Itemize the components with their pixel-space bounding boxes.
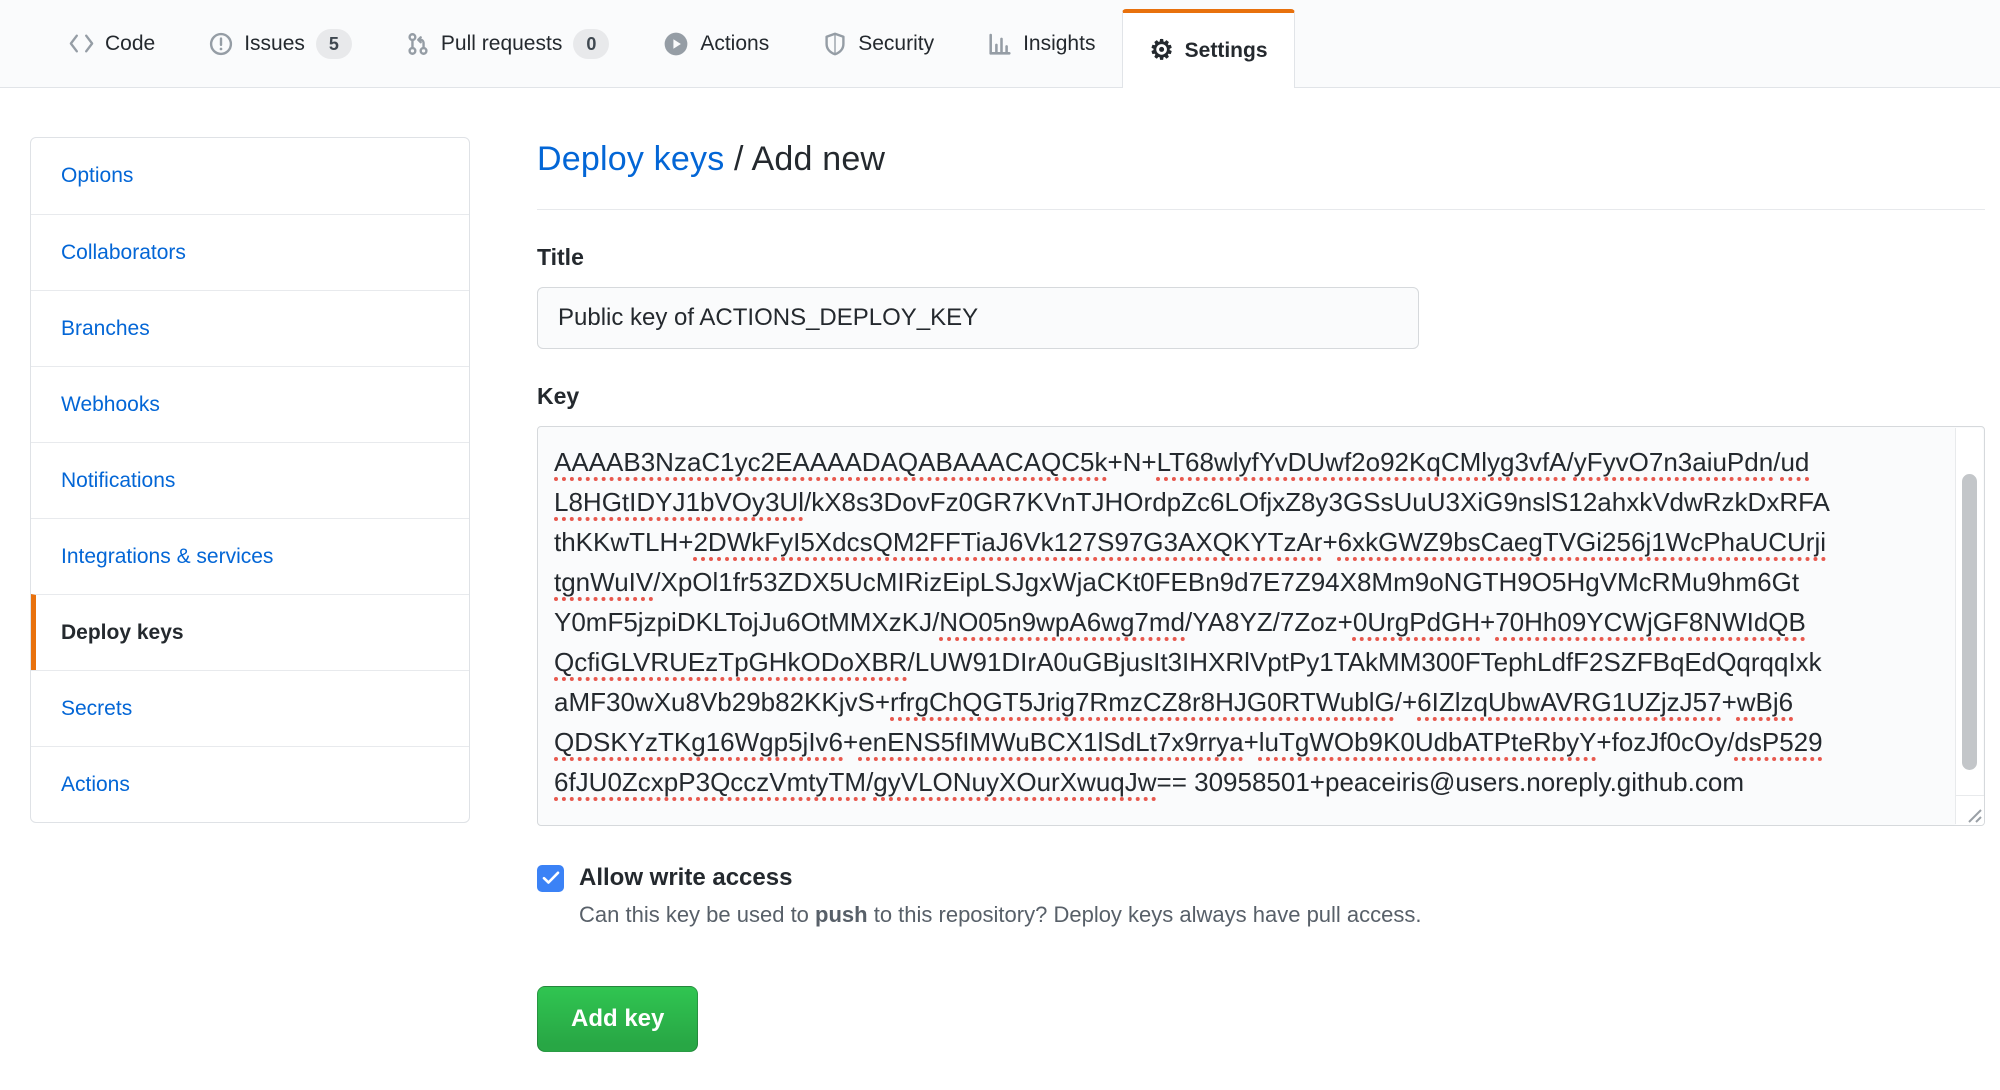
key-textarea-content: AAAAB3NzaC1yc2EAAAADAQABAAACAQC5k+N+LT68…	[554, 447, 1830, 797]
note-push: push	[815, 902, 868, 927]
shield-icon	[823, 31, 847, 57]
git-pull-request-icon	[406, 32, 430, 56]
settings-page: Options Collaborators Branches Webhooks …	[0, 88, 2000, 1052]
note-text: to this repository? Deploy keys always h…	[867, 902, 1422, 927]
allow-write-access-label[interactable]: Allow write access	[579, 864, 793, 891]
play-icon	[663, 31, 689, 57]
pull-requests-count-badge: 0	[573, 28, 610, 59]
allow-write-access-row: Allow write access	[537, 864, 1985, 892]
issues-count-badge: 5	[315, 28, 352, 59]
breadcrumb-separator: /	[724, 140, 752, 178]
tab-label: Security	[858, 31, 935, 55]
sidebar-item-actions[interactable]: Actions	[31, 746, 469, 822]
settings-sidebar: Options Collaborators Branches Webhooks …	[30, 137, 470, 823]
issue-opened-icon	[209, 32, 233, 56]
sidebar-item-webhooks[interactable]: Webhooks	[31, 366, 469, 442]
gear-icon: ⚙	[1149, 35, 1174, 65]
key-textarea[interactable]: AAAAB3NzaC1yc2EAAAADAQABAAACAQC5k+N+LT68…	[537, 426, 1985, 826]
check-icon	[542, 871, 559, 884]
write-access-note: Can this key be used to push to this rep…	[579, 902, 1985, 928]
sidebar-item-collaborators[interactable]: Collaborators	[31, 214, 469, 290]
page-title: Deploy keys / Add new	[537, 140, 1985, 179]
tab-insights[interactable]: Insights	[961, 0, 1122, 87]
deploy-key-form: Deploy keys / Add new Title Key AAAAB3Nz…	[537, 88, 1985, 1052]
title-label: Title	[537, 244, 584, 270]
tab-label: Pull requests	[440, 31, 563, 55]
title-input[interactable]	[537, 287, 1419, 349]
repo-tab-bar: Code Issues 5 Pull requests 0 Actions Se…	[0, 0, 2000, 88]
key-scrollbar[interactable]	[1955, 428, 1983, 824]
scrollbar-thumb[interactable]	[1962, 474, 1977, 770]
deploy-keys-link[interactable]: Deploy keys	[537, 140, 725, 178]
tab-settings[interactable]: ⚙ Settings	[1122, 9, 1295, 88]
tab-code[interactable]: Code	[42, 0, 182, 87]
sidebar-item-branches[interactable]: Branches	[31, 290, 469, 366]
graph-icon	[988, 32, 1012, 56]
tab-label: Settings	[1184, 38, 1268, 62]
tab-label: Code	[105, 31, 156, 55]
key-label: Key	[537, 383, 580, 409]
allow-write-access-checkbox[interactable]	[537, 864, 564, 892]
code-icon	[69, 33, 94, 54]
tab-issues[interactable]: Issues 5	[182, 0, 379, 87]
tab-label: Insights	[1023, 31, 1096, 55]
tab-label: Actions	[700, 31, 770, 55]
tab-actions[interactable]: Actions	[636, 0, 796, 87]
heading-divider	[537, 209, 1985, 210]
sidebar-item-integrations-services[interactable]: Integrations & services	[31, 518, 469, 594]
tab-security[interactable]: Security	[796, 0, 961, 87]
tab-pull-requests[interactable]: Pull requests 0	[379, 0, 636, 87]
tab-label: Issues	[244, 31, 305, 55]
sidebar-item-options[interactable]: Options	[61, 164, 134, 187]
sidebar-item-deploy-keys[interactable]: Deploy keys	[31, 594, 469, 670]
breadcrumb-current: Add new	[751, 140, 886, 178]
note-text: Can this key be used to	[579, 902, 816, 927]
add-key-button[interactable]: Add key	[537, 986, 699, 1052]
resize-handle[interactable]	[1956, 795, 1984, 825]
sidebar-item-secrets[interactable]: Secrets	[31, 670, 469, 746]
sidebar-item-notifications[interactable]: Notifications	[31, 442, 469, 518]
